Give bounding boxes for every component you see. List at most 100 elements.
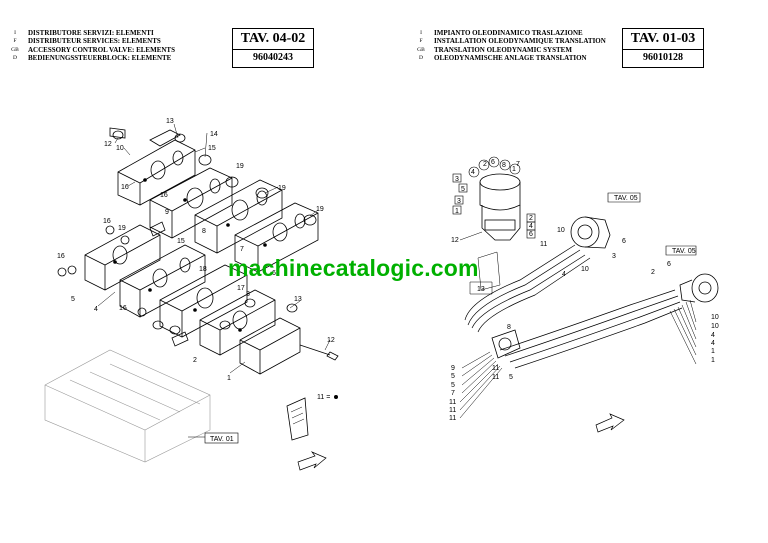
left-tav-title: TAV. 04-02	[240, 31, 306, 46]
r-callout-2c: 2	[651, 269, 655, 276]
r-callout-12: 12	[451, 237, 459, 244]
callout-12: 12	[104, 141, 112, 148]
r-callout-11b: 11	[449, 399, 456, 406]
callout-3: 3	[246, 291, 250, 298]
callout-17: 17	[237, 285, 245, 292]
r-callout-6d: 6	[667, 261, 671, 268]
r-callout-8b: 8	[507, 324, 511, 331]
travel-motor-2	[679, 273, 719, 303]
valve-section-4	[119, 244, 206, 318]
assembly-ghost	[44, 349, 211, 463]
r-callout-7: 7	[516, 161, 520, 168]
r-callout-10d: 10	[711, 323, 719, 330]
callout-18: 18	[199, 266, 207, 273]
r-callout-5c: 5	[451, 382, 455, 389]
valve-section-1	[239, 317, 301, 375]
left-tav-divider	[233, 49, 313, 50]
r-callout-4d: 4	[711, 332, 715, 339]
r-callout-1d: 1	[711, 357, 715, 364]
plugs-and-bolts	[109, 127, 339, 361]
r-callout-3c: 3	[612, 253, 616, 260]
r-callout-6b: 6	[529, 231, 533, 238]
r-callout-10b: 10	[581, 266, 589, 273]
r-callout-1c: 1	[711, 348, 715, 355]
tav05-tags	[607, 192, 697, 256]
rotary-joint	[479, 173, 521, 241]
r-callout-4e: 4	[711, 340, 715, 347]
seal-dots	[113, 178, 267, 332]
r-callout-11c: 11	[449, 407, 456, 414]
valve-section-8	[149, 167, 233, 239]
callout-8: 8	[202, 228, 206, 235]
callout-19c: 19	[278, 185, 286, 192]
callout-16b: 16	[160, 192, 168, 199]
r-callout-13: 13	[477, 286, 485, 293]
callout-9: 9	[165, 209, 169, 216]
r-callout-6c: 6	[622, 238, 626, 245]
callout-11-legend: 11 =	[317, 394, 330, 401]
watermark: machinecatalogic.com	[228, 255, 479, 281]
callout-10: 10	[116, 145, 124, 152]
callout-5: 5	[71, 296, 75, 303]
right-leader-lines	[459, 231, 697, 419]
left-tav-number: 96040243	[253, 52, 293, 63]
callout-13: 13	[166, 118, 174, 125]
r-callout-10c: 10	[711, 314, 719, 321]
right-callouts: 2 6 8 1 4 3 7 5 2 4 3 6 1 12 13 TAV. 05 …	[449, 159, 719, 422]
valve-section-7	[194, 179, 283, 254]
callout-16e: 16	[119, 305, 127, 312]
r-callout-2: 2	[483, 161, 487, 168]
r-callout-4c: 4	[562, 271, 566, 278]
r-callout-11f: 11	[492, 374, 499, 381]
callout-12b: 12	[327, 337, 335, 344]
r-callout-11d: 11	[449, 415, 456, 422]
r-callout-11a: 11	[540, 241, 547, 248]
callout-16d: 16	[57, 253, 65, 260]
callout-6: 6	[272, 270, 276, 277]
r-callout-4b: 4	[529, 223, 533, 230]
r-callout-3: 3	[455, 176, 459, 183]
tav01-ref-box	[204, 432, 239, 444]
valve-elements	[57, 127, 339, 375]
left-callouts: 13 12 10 14 15 19 16 19 9 16 19 7 8 19 1…	[57, 118, 335, 401]
hoses	[464, 244, 683, 369]
callout-14: 14	[210, 131, 218, 138]
r-callout-10a: 10	[557, 227, 565, 234]
callout-13b: 13	[294, 296, 302, 303]
r-callout-5b: 5	[451, 373, 455, 380]
callout-16c: 16	[103, 218, 111, 225]
manual-card	[469, 251, 501, 295]
r-callout-7b: 7	[451, 390, 455, 397]
r-callout-5: 5	[461, 186, 465, 193]
swivel-block	[491, 329, 521, 359]
callout-15: 15	[208, 145, 216, 152]
travel-motor-1	[570, 216, 611, 249]
o-rings	[57, 130, 317, 335]
valve-section-6	[234, 202, 319, 273]
callout-boxes	[452, 156, 536, 239]
seal-kit-hatch	[290, 406, 305, 425]
valve-section-9	[117, 129, 196, 206]
r-callout-4: 4	[471, 169, 475, 176]
right-tav-number: 96010128	[643, 52, 683, 63]
callout-19b: 19	[236, 163, 244, 170]
callout-1: 1	[227, 375, 231, 382]
r-callout-3b: 3	[457, 198, 461, 205]
legend-dot	[334, 395, 338, 399]
callout-7: 7	[240, 246, 244, 253]
r-tav05-b: TAV. 05	[672, 248, 696, 255]
r-callout-5d: 5	[509, 374, 513, 381]
callout-4: 4	[94, 306, 98, 313]
right-direction-arrow	[595, 413, 625, 433]
